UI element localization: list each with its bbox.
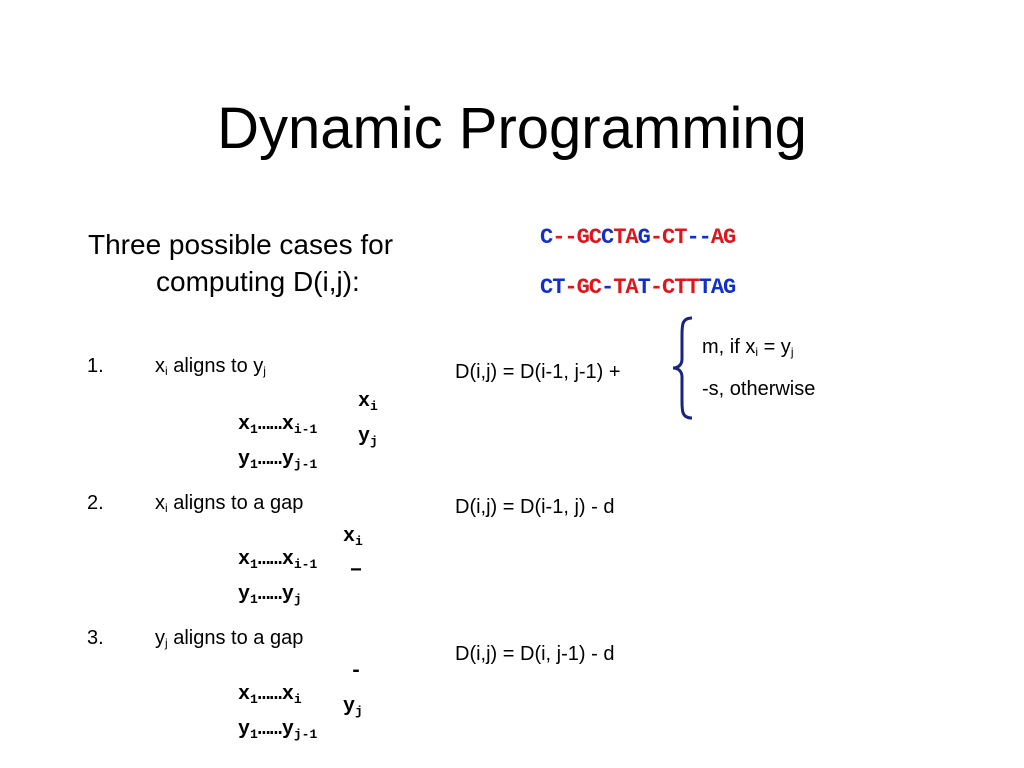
alignment-row-1: C--GCCTAG-CT--AG [540, 225, 736, 250]
alignment-segment: G [637, 225, 651, 250]
slide-title: Dynamic Programming [217, 96, 807, 161]
alignment-segment: CT [540, 275, 565, 300]
brace-icon [672, 316, 693, 420]
alignment-row-2: CT-GC-TAT-CTTTAG [540, 275, 737, 300]
case-3-number: 3. [87, 627, 104, 649]
alignment-segment: GC [576, 225, 602, 250]
alignment-segment: CTT [662, 275, 700, 300]
alignment-segment: TA [613, 275, 638, 300]
option-mismatch: -s, otherwise [702, 378, 816, 400]
alignment-segment: - [649, 275, 663, 300]
case-2-label: xi aligns to a gap [155, 492, 304, 515]
intro-line-1: Three possible cases for [88, 229, 394, 260]
case-2-line-y: y1……yj− [238, 560, 363, 607]
option-match: m, if xi = yj [702, 336, 794, 359]
intro-text: Three possible cases for computing D(i,j… [88, 226, 488, 300]
alignment-segment: TA [613, 225, 638, 250]
intro-line-2: computing D(i,j): [156, 266, 360, 297]
case-2-number: 2. [87, 492, 104, 514]
case-1-label: xi aligns to yj [155, 355, 266, 378]
case-2-formula: D(i,j) = D(i-1, j) - d [455, 496, 615, 518]
alignment-segment: C [540, 225, 553, 250]
alignment-segment: TAG [698, 275, 737, 300]
case-3-formula: D(i,j) = D(i, j-1) - d [455, 643, 615, 665]
alignment-segment: T [637, 275, 651, 300]
case-1-number: 1. [87, 355, 104, 377]
alignment-segment: CT [662, 225, 687, 250]
case-3-label: yj aligns to a gap [155, 627, 304, 650]
case-3-line-x: x1……xi- [238, 660, 363, 707]
alignment-segment: GC [576, 275, 602, 300]
alignment-segment: - [649, 225, 663, 250]
alignment-segment: - [564, 275, 577, 300]
alignment-segment: - [601, 275, 614, 300]
alignment-segment: AG [710, 225, 736, 250]
alignment-segment: -- [552, 225, 577, 250]
case-1-formula: D(i,j) = D(i-1, j-1) + [455, 361, 621, 383]
alignment-segment: -- [686, 225, 711, 250]
alignment-segment: C [601, 225, 614, 250]
